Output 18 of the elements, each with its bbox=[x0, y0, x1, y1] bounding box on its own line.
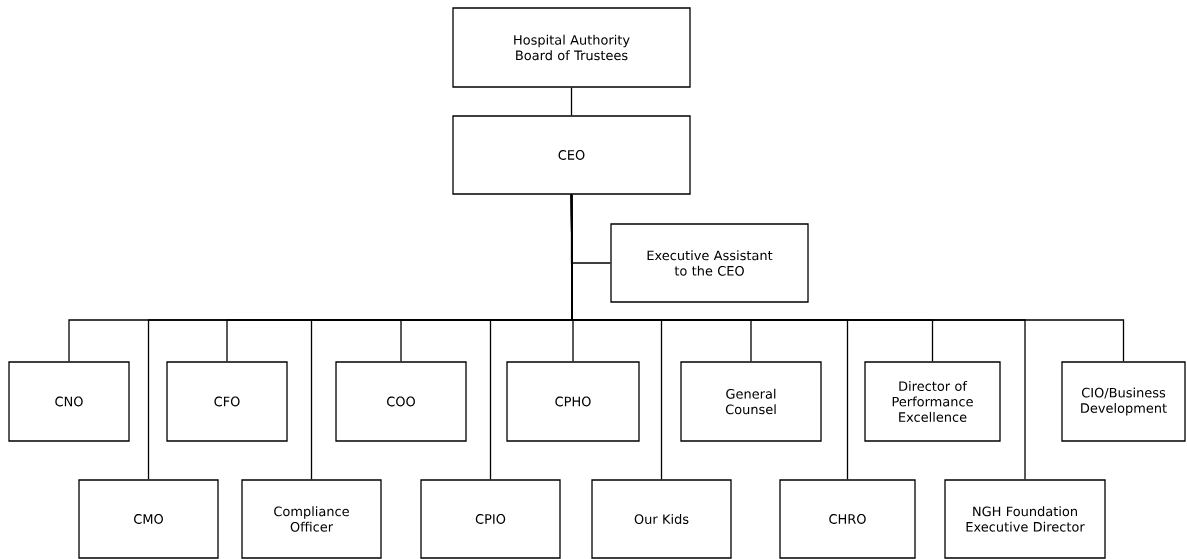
org-box: CNO bbox=[8, 361, 130, 442]
org-box: CPHO bbox=[506, 361, 640, 442]
connector-line bbox=[570, 194, 1125, 362]
org-box: CPIO bbox=[420, 479, 561, 559]
org-box: Director of Performance Excellence bbox=[864, 361, 1001, 442]
org-box: Executive Assistant to the CEO bbox=[610, 223, 809, 303]
org-box: CMO bbox=[78, 479, 219, 559]
connector-line bbox=[570, 87, 573, 116]
org-box: CEO bbox=[452, 115, 691, 195]
org-box: General Counsel bbox=[680, 361, 822, 442]
org-box: COO bbox=[335, 361, 467, 442]
org-box: CFO bbox=[166, 361, 288, 442]
org-box: Hospital Authority Board of Trustees bbox=[452, 7, 691, 88]
org-box: CHRO bbox=[779, 479, 916, 559]
org-box: Compliance Officer bbox=[241, 479, 382, 559]
org-box: Our Kids bbox=[591, 479, 732, 559]
org-box: CIO/Business Development bbox=[1061, 361, 1186, 442]
org-box: NGH Foundation Executive Director bbox=[944, 479, 1106, 559]
